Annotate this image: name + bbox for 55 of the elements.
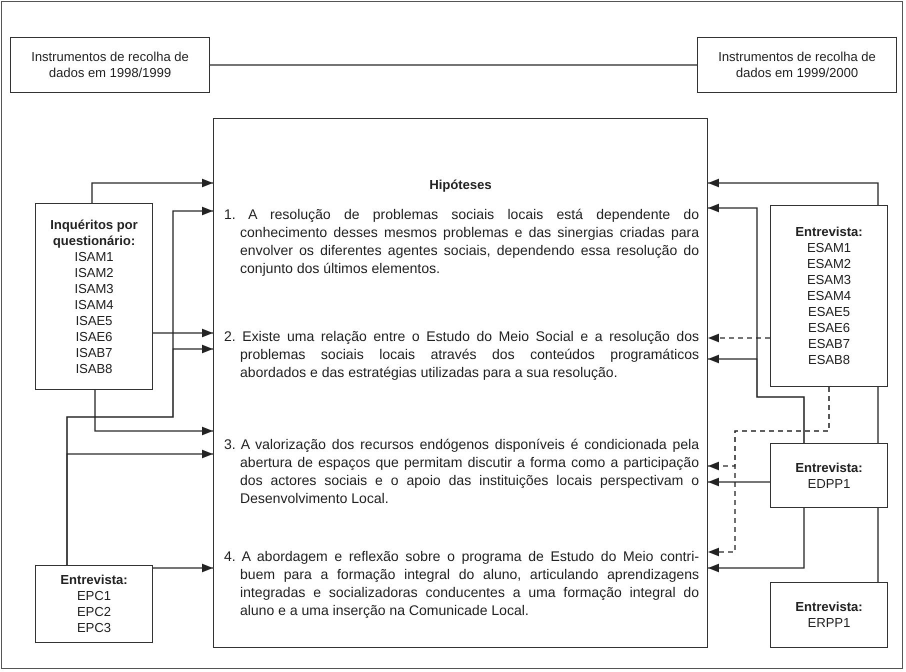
instrument-code: ESAB7: [808, 336, 850, 352]
arrow: [708, 334, 770, 342]
instrument-code: ESAE6: [808, 320, 850, 336]
instrument-code: ESAM3: [806, 272, 852, 288]
instrument-code: EDPP1: [808, 476, 850, 492]
hypothesis-text: 4. A abordagem e reflexão sobre o programa de Estudo do Meio contri- buem para a formação integral do aluno, articulando aprendizagens integradas e socializadoras conducentes a uma formação integral do aluno e a uma inserção na Comunicade Local.: [224, 547, 699, 619]
instrument-box: [697, 37, 897, 93]
box-label: Instrumentos de recolha de dados em 1998/1999: [31, 49, 189, 81]
arrow: [153, 564, 213, 572]
instrument-code: EPC1: [77, 588, 111, 604]
instrument-box: [770, 582, 888, 648]
instrument-code: ESAE5: [808, 304, 850, 320]
arrow: [708, 354, 805, 443]
instrument-code: ISAE5: [76, 312, 112, 328]
instrument-code: ISAE6: [76, 328, 112, 344]
instrument-code: ESAM2: [806, 256, 852, 272]
arrow: [66, 450, 213, 565]
connector-line: [210, 64, 697, 66]
panel-heading: Hipóteses: [428, 177, 493, 193]
instrument-code: EPC3: [77, 620, 111, 636]
hypothesis-text: 3. A valorização dos recursos endógenos disponíveis é condicionada pela abertura de espaços que permitam discutir a forma como a participação dos actores sociais e o apoio das instituições locais perspectivam o Desenvolvimento Local.: [224, 435, 699, 507]
arrow: [91, 178, 213, 203]
instrument-code: ISAM1: [74, 248, 114, 264]
instrument-code: ESAM4: [806, 288, 852, 304]
instrument-code: ISAM2: [74, 264, 114, 280]
instrument-box: [770, 443, 888, 508]
instrument-code: ESAB8: [808, 352, 850, 368]
arrow: [94, 390, 213, 436]
instrument-box: [35, 203, 153, 390]
arrow: [153, 328, 213, 338]
instrument-box: [10, 37, 210, 93]
hypotheses-panel: [213, 118, 708, 648]
instrument-code: ESAM1: [806, 240, 852, 256]
box-heading: Inquéritos por questionário:: [49, 216, 139, 248]
instrument-code: ISAM4: [74, 296, 114, 312]
instrument-box: [35, 565, 153, 643]
arrow: [708, 387, 830, 556]
hypothesis-text: 2. Existe uma relação entre o Estudo do Meio Social e a resolução dos problemas sociais locais através dos conteúdos programáticos abordados e das estratégias utilizadas para a sua resolução.: [224, 327, 699, 381]
instrument-code: ERPP1: [808, 615, 850, 631]
connector-line: [877, 508, 879, 582]
hypothesis-text: 1. A resolução de problemas sociais locais está dependente do conhecimento desses mesmos problemas e das sinergias criadas para envolver os diferentes agentes sociais, dependendo essa resolução do conjunto dos últimos elementos.: [224, 205, 699, 277]
box-heading: Entrevista:: [795, 460, 863, 476]
instrument-code: ISAB7: [76, 344, 112, 360]
arrow: [708, 478, 770, 486]
instrument-code: EPC2: [77, 604, 111, 620]
connector-line: [877, 387, 879, 443]
box-heading: Entrevista:: [60, 572, 128, 588]
arrow: [708, 178, 879, 205]
box-label: Instrumentos de recolha de dados em 1999/2000: [718, 49, 876, 81]
instrument-code: ISAB8: [76, 360, 112, 376]
instrument-code: ISAM3: [74, 280, 114, 296]
instrument-box: [770, 205, 888, 387]
arrow: [708, 508, 805, 572]
box-heading: Entrevista:: [795, 599, 863, 615]
box-heading: Entrevista:: [795, 224, 863, 240]
